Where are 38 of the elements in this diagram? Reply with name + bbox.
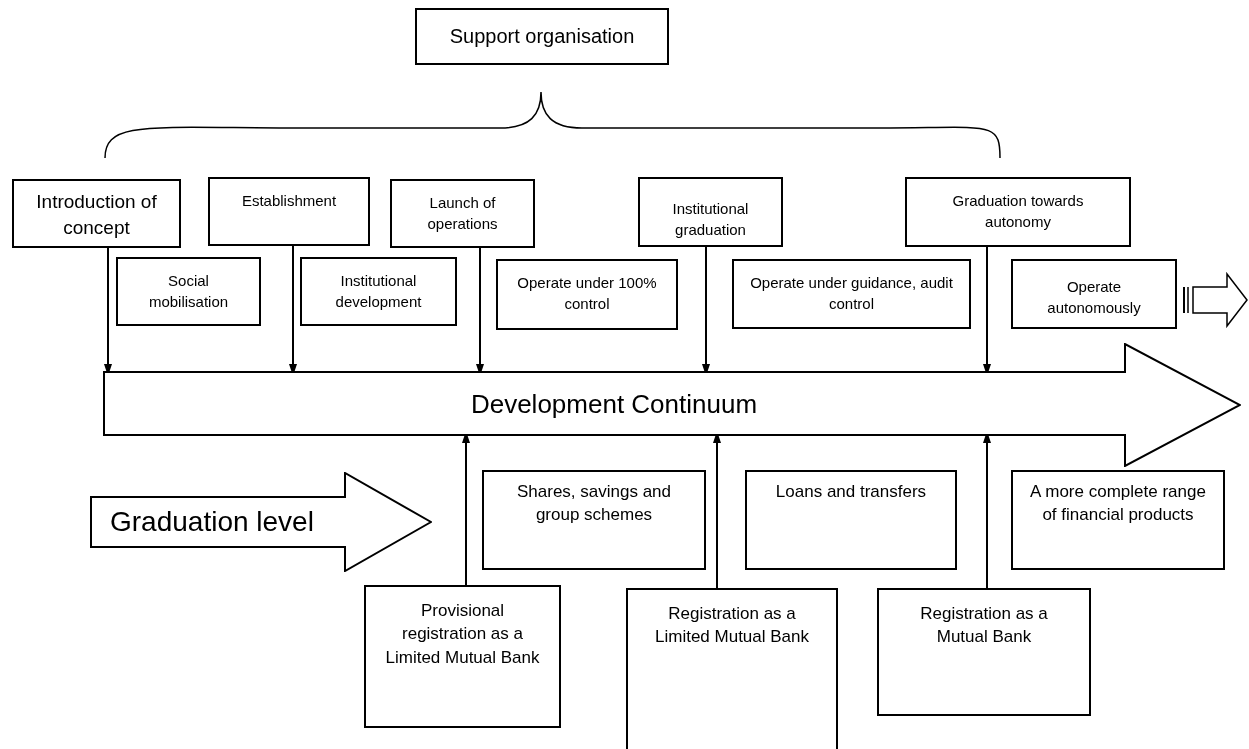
text-box [1011,259,1177,329]
box-label: Introduction of concept [35,190,158,241]
box-label: A more complete range of financial products [1029,481,1207,527]
text-box [732,259,971,329]
text-box [390,179,535,248]
box-label: Operate under guidance, audit control [750,273,953,314]
box-label: Provisional registration as a Limited Mutual Bank [384,600,541,669]
box-label: Shares, savings and group schemes [515,481,672,527]
continuum-banner [103,343,1241,467]
box-label: Registration as a Mutual Bank [919,603,1049,649]
text-box [626,588,838,749]
box-label: Registration as a Limited Mutual Bank [654,603,810,649]
box-label: Institutional graduation [671,199,750,240]
text-box [300,257,457,326]
box-label: Operate under 100% control [516,273,658,314]
text-box [745,470,957,570]
box-label: Graduation towards autonomy [951,191,1085,232]
box-label: Establishment [241,191,337,211]
text-box [116,257,261,326]
box-label: Social mobilisation [147,271,230,312]
box-label: Support organisation [449,23,635,49]
text-box [12,179,181,248]
box-label: Launch of operations [426,193,499,234]
banner-shape [90,472,432,572]
text-box [364,585,561,728]
text-box [638,177,783,247]
text-box [415,8,669,65]
text-box [905,177,1131,247]
arrow-label: Graduation level [110,508,314,536]
text-box [208,177,370,246]
text-box [482,470,706,570]
box-label: Loans and transfers [775,481,927,503]
text-box [877,588,1091,716]
text-box [1011,470,1225,570]
text-box [496,259,678,330]
box-label: Operate autonomously [1046,277,1142,318]
box-label: Institutional development [334,271,423,312]
arrow-label: Development Continuum [470,390,758,417]
